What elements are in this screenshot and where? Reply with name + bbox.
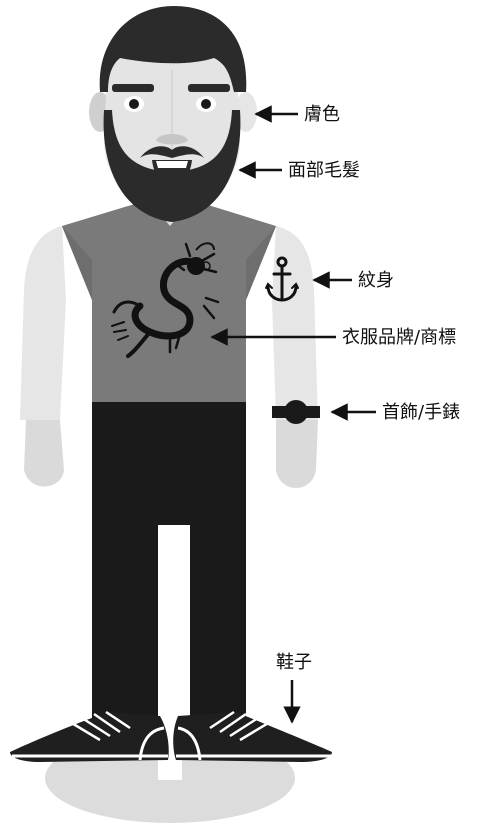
right-eyebrow [188,84,230,92]
right-shoe [173,710,332,762]
dragon-icon [111,242,220,358]
label-tattoo: 紋身 [358,270,394,291]
anchor-icon [265,256,299,302]
pants [92,400,246,735]
right-ear [235,92,257,132]
nose [156,134,188,145]
hair [99,6,247,92]
label-facial-hair: 面部毛髮 [288,159,360,181]
left-shoe [10,710,169,762]
wristwatch [272,400,320,424]
right-eye [196,96,216,112]
label-clothing-brand: 衣服品牌/商標 [342,327,456,348]
label-shoes: 鞋子 [276,652,312,673]
beard [103,110,241,222]
label-jewelry-watch: 首飾/手錶 [382,402,460,423]
label-skin-color: 膚色 [304,104,340,125]
mustache [140,146,204,158]
left-eyebrow [112,84,154,92]
teeth [156,161,188,168]
left-eye [124,96,144,112]
left-arm [20,226,66,487]
